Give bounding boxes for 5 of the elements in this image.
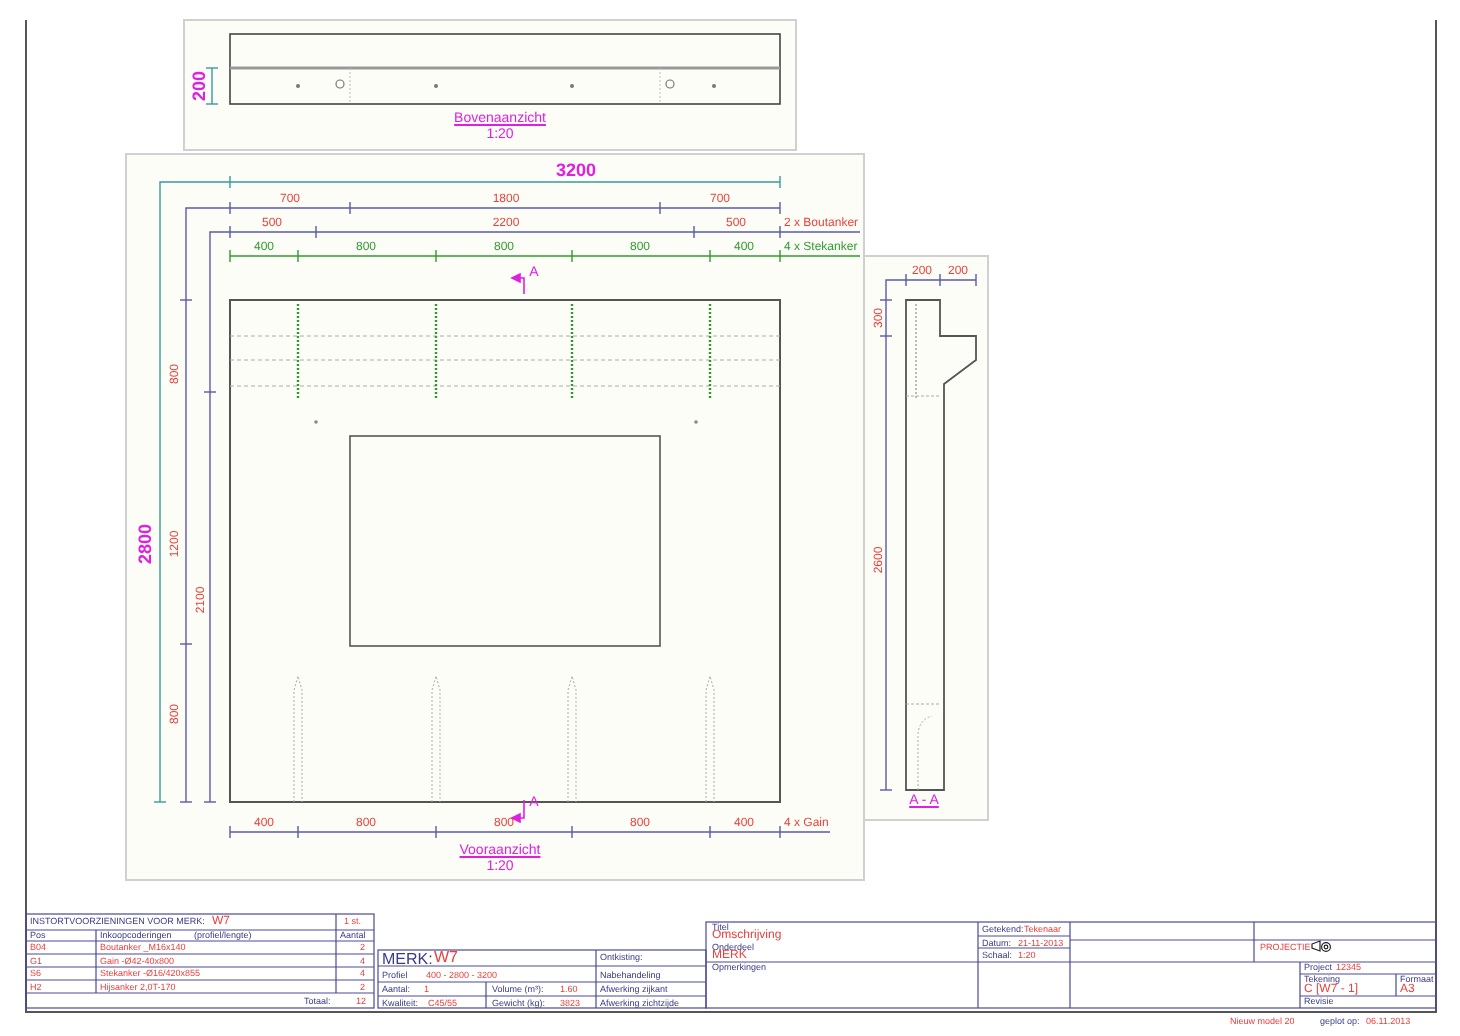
title-block-value: W7 (434, 950, 458, 966)
dimension-value: 3200 (555, 162, 597, 180)
title-block-heading: MERK: (382, 952, 433, 968)
dimension-value: 2800 (137, 523, 155, 565)
dimension-value: 200 (191, 70, 209, 102)
